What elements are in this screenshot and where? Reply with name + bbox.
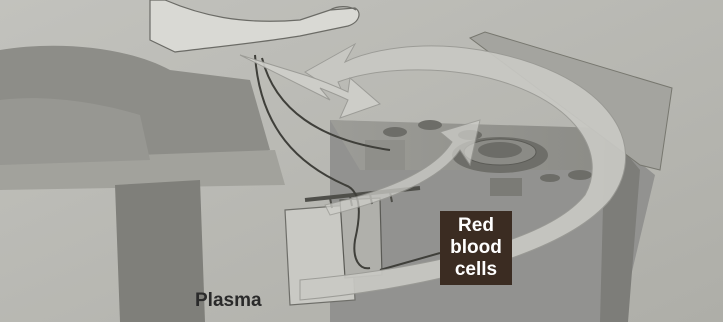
plasma-label: Plasma — [195, 291, 262, 311]
red-blood-cells-label: Red blood cells — [440, 211, 512, 285]
red-blood-cells-label-line: Red — [458, 215, 494, 237]
red-blood-cells-label-line: cells — [455, 259, 497, 281]
red-blood-cells-label-line: blood — [450, 237, 502, 259]
